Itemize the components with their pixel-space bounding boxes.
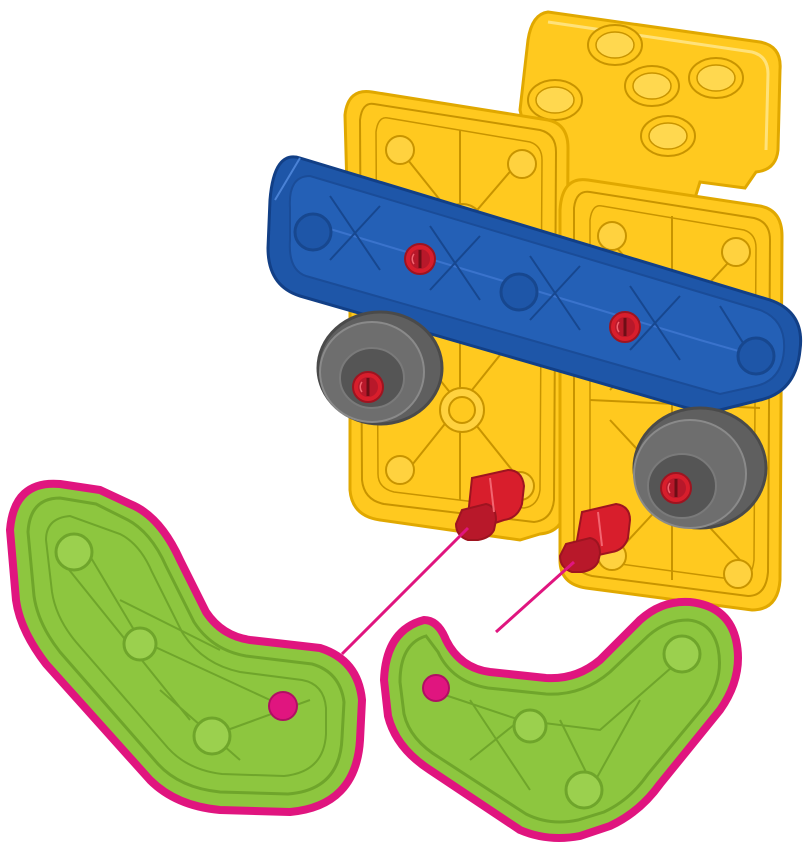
guide-line-right: [496, 562, 574, 632]
gray-wheel-left: [318, 312, 442, 424]
red-peg: [353, 372, 383, 402]
green-l-beam-right: [384, 602, 738, 838]
stud: [528, 80, 582, 120]
stud: [641, 116, 695, 156]
target-hole: [423, 675, 449, 701]
green-l-beam-left: [10, 484, 362, 812]
red-peg: [610, 312, 640, 342]
red-peg: [405, 244, 435, 274]
stud: [588, 25, 642, 65]
stud: [625, 66, 679, 106]
stud: [689, 58, 743, 98]
red-peg: [661, 473, 691, 503]
target-hole: [269, 692, 297, 720]
gray-wheel-right: [634, 408, 766, 528]
